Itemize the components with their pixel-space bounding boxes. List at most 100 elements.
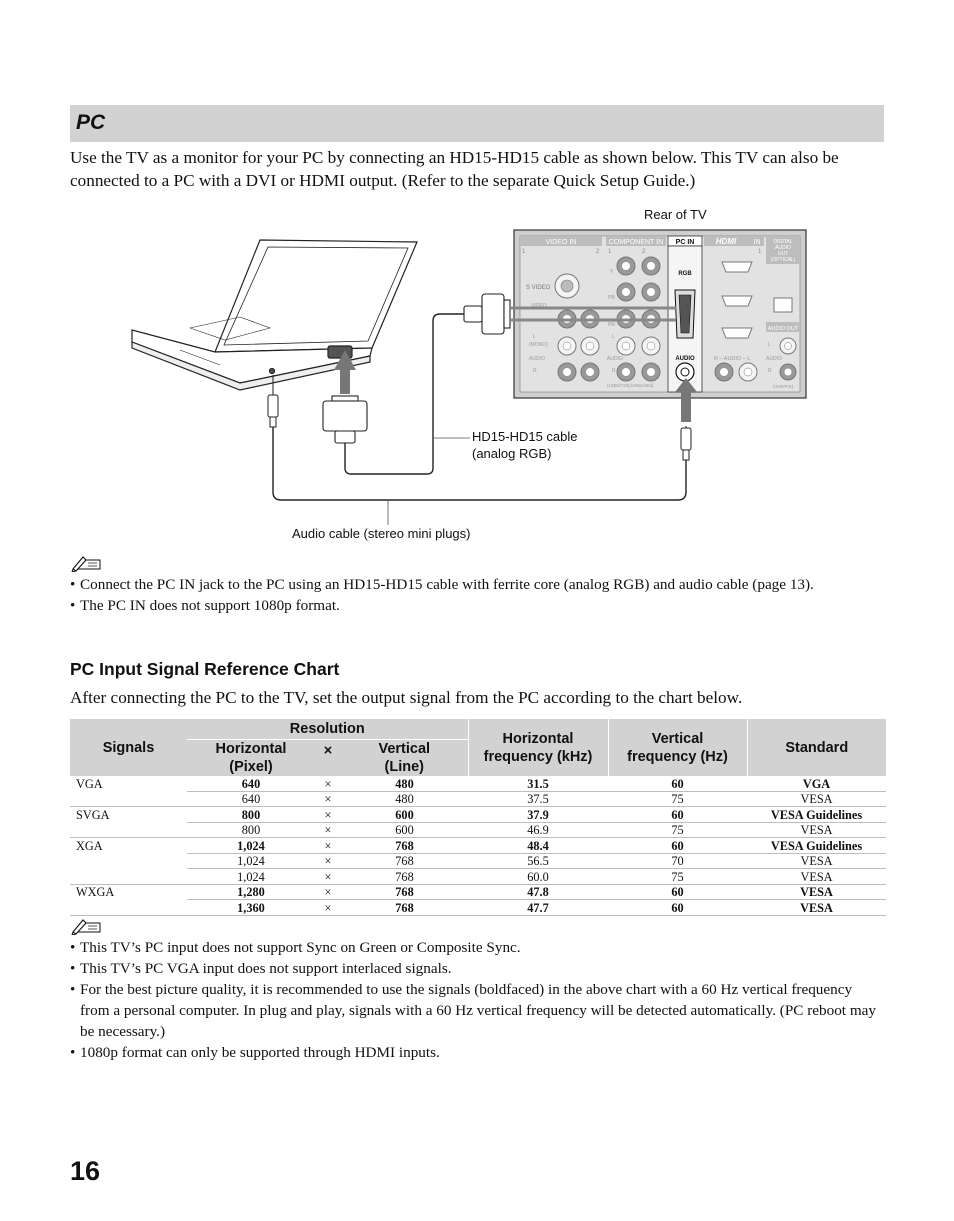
connection-diagram-svg: VIDEO IN COMPONENT IN PC IN HDMI IN DIGI… — [131, 229, 807, 525]
header-hfreq-line2: frequency (kHz) — [483, 748, 593, 765]
note-pencil-icon — [71, 919, 101, 935]
standard-cell: VESA — [747, 884, 886, 900]
svg-text:2: 2 — [642, 249, 646, 255]
header-times: × — [315, 739, 341, 776]
hfreq-cell: 56.5 — [468, 853, 608, 869]
header-hpixel-line2: (Pixel) — [229, 758, 273, 775]
header-resolution: Resolution — [187, 719, 468, 740]
vertical-cell: 768 — [341, 884, 468, 900]
hfreq-cell: 37.9 — [468, 806, 608, 823]
horizontal-cell: 1,024 — [187, 853, 315, 869]
standard-cell: VGA — [747, 776, 886, 792]
signal-cell — [70, 791, 187, 807]
signal-reference-table: Signals Resolution Horizontal frequency … — [70, 719, 886, 916]
svg-text:2: 2 — [596, 249, 600, 255]
svg-text:R – AUDIO – L: R – AUDIO – L — [714, 356, 750, 362]
notes-list-1: Connect the PC IN jack to the PC using a… — [70, 574, 884, 616]
times-cell: × — [315, 776, 341, 792]
signal-cell: VGA — [76, 776, 103, 791]
table-row: VGA 640 × 480 31.5 60 VGA — [70, 776, 886, 792]
header-vline-line1: Vertical — [378, 740, 431, 757]
header-vfreq-line1: Vertical — [651, 730, 704, 747]
vertical-cell: 600 — [341, 822, 468, 838]
svg-text:L: L — [768, 342, 771, 348]
vga-plug-tv — [463, 293, 676, 335]
hfreq-cell: 60.0 — [468, 868, 608, 885]
chart-intro: After connecting the PC to the TV, set t… — [70, 688, 743, 707]
hfreq-cell: 48.4 — [468, 837, 608, 854]
vfreq-cell: 60 — [608, 884, 747, 900]
hdmi-label: HDMI — [716, 237, 737, 246]
horizontal-cell: 640 — [187, 791, 315, 807]
svg-text:AUDIO: AUDIO — [529, 356, 545, 362]
svg-text:R: R — [768, 368, 772, 374]
svg-text:OUT: OUT — [778, 251, 789, 257]
audio-cable — [272, 427, 687, 501]
header-signals: Signals — [70, 719, 187, 776]
svg-text:AUDIO: AUDIO — [766, 356, 782, 362]
vertical-cell: 768 — [341, 899, 468, 916]
intro-paragraph: Use the TV as a monitor for your PC by c… — [70, 148, 839, 190]
standard-cell: VESA Guidelines — [747, 837, 886, 854]
header-vertical-frequency: Vertical frequency (Hz) — [607, 719, 747, 776]
header-vline-line2: (Line) — [384, 758, 424, 775]
vfreq-cell: 75 — [608, 791, 747, 807]
note-item: 1080p format can only be supported throu… — [70, 1042, 884, 1063]
vertical-cell: 768 — [341, 837, 468, 854]
audio-plug-tv — [680, 426, 692, 461]
hfreq-cell: 47.8 — [468, 884, 608, 900]
note-item: For the best picture quality, it is reco… — [70, 979, 884, 1042]
signal-cell: XGA — [76, 838, 103, 853]
table-row: 800 × 600 46.9 75 VESA — [70, 822, 886, 838]
rear-of-tv-label: Rear of TV — [644, 207, 707, 222]
svg-text:AUDIO OUT: AUDIO OUT — [768, 326, 799, 332]
svg-text:(MONO): (MONO) — [529, 342, 548, 348]
horizontal-cell: 1,360 — [187, 899, 315, 916]
svg-text:PR: PR — [608, 322, 615, 328]
times-cell: × — [315, 822, 341, 838]
header-standard: Standard — [746, 719, 886, 776]
table-row: 1,024 × 768 60.0 75 VESA — [70, 868, 886, 885]
audio-cable-label: Audio cable (stereo mini plugs) — [292, 526, 471, 541]
hd15-cable-label: HD15-HD15 cable (analog RGB) — [472, 428, 578, 462]
svg-text:VIDEO: VIDEO — [531, 303, 547, 309]
note-item: The PC IN does not support 1080p format. — [70, 595, 884, 616]
audio-plug-laptop — [267, 375, 279, 428]
signal-cell: SVGA — [76, 807, 110, 822]
svg-text:1: 1 — [608, 249, 612, 255]
horizontal-cell: 640 — [187, 776, 315, 792]
vertical-cell: 768 — [341, 868, 468, 885]
laptop-illustration — [131, 239, 418, 391]
times-cell: × — [315, 791, 341, 807]
svg-text:PB: PB — [608, 295, 615, 301]
tv-rear-panel: VIDEO IN COMPONENT IN PC IN HDMI IN DIGI… — [513, 229, 807, 399]
hfreq-cell: 47.7 — [468, 899, 608, 916]
svg-text:DIGITAL: DIGITAL — [773, 239, 792, 245]
note-item: This TV’s PC VGA input does not support … — [70, 958, 884, 979]
vfreq-cell: 75 — [608, 822, 747, 838]
signal-cell — [70, 853, 187, 869]
standard-cell: VESA — [747, 899, 886, 916]
times-cell: × — [315, 899, 341, 916]
header-horizontal-frequency: Horizontal frequency (kHz) — [467, 719, 608, 776]
arrow-tv-audio — [675, 378, 697, 422]
note-item: This TV’s PC input does not support Sync… — [70, 937, 884, 958]
table-row: 1,024 × 768 56.5 70 VESA — [70, 853, 886, 869]
standard-cell: VESA — [747, 791, 886, 807]
vga-plug-laptop — [322, 395, 368, 444]
vertical-cell: 768 — [341, 853, 468, 869]
digital-audio-out-label: DIGITAL AUDIO OUT (OPTICAL) — [771, 239, 796, 263]
hd15-cable-label-line2: (analog RGB) — [472, 446, 552, 461]
vfreq-cell: 60 — [608, 776, 747, 792]
table-row: 640 × 480 37.5 75 VESA — [70, 791, 886, 807]
header-vertical-line: Vertical (Line) — [341, 739, 468, 776]
header-hfreq-line1: Horizontal — [502, 730, 574, 747]
hdmi-in-label: IN — [754, 239, 761, 246]
times-cell: × — [315, 837, 341, 854]
standard-cell: VESA Guidelines — [747, 806, 886, 823]
pc-in-label: PC IN — [676, 239, 695, 246]
horizontal-cell: 1,024 — [187, 837, 315, 854]
standard-cell: VESA — [747, 853, 886, 869]
table-row: WXGA 1,280 × 768 47.8 60 VESA — [70, 884, 886, 900]
vertical-cell: 480 — [341, 776, 468, 792]
